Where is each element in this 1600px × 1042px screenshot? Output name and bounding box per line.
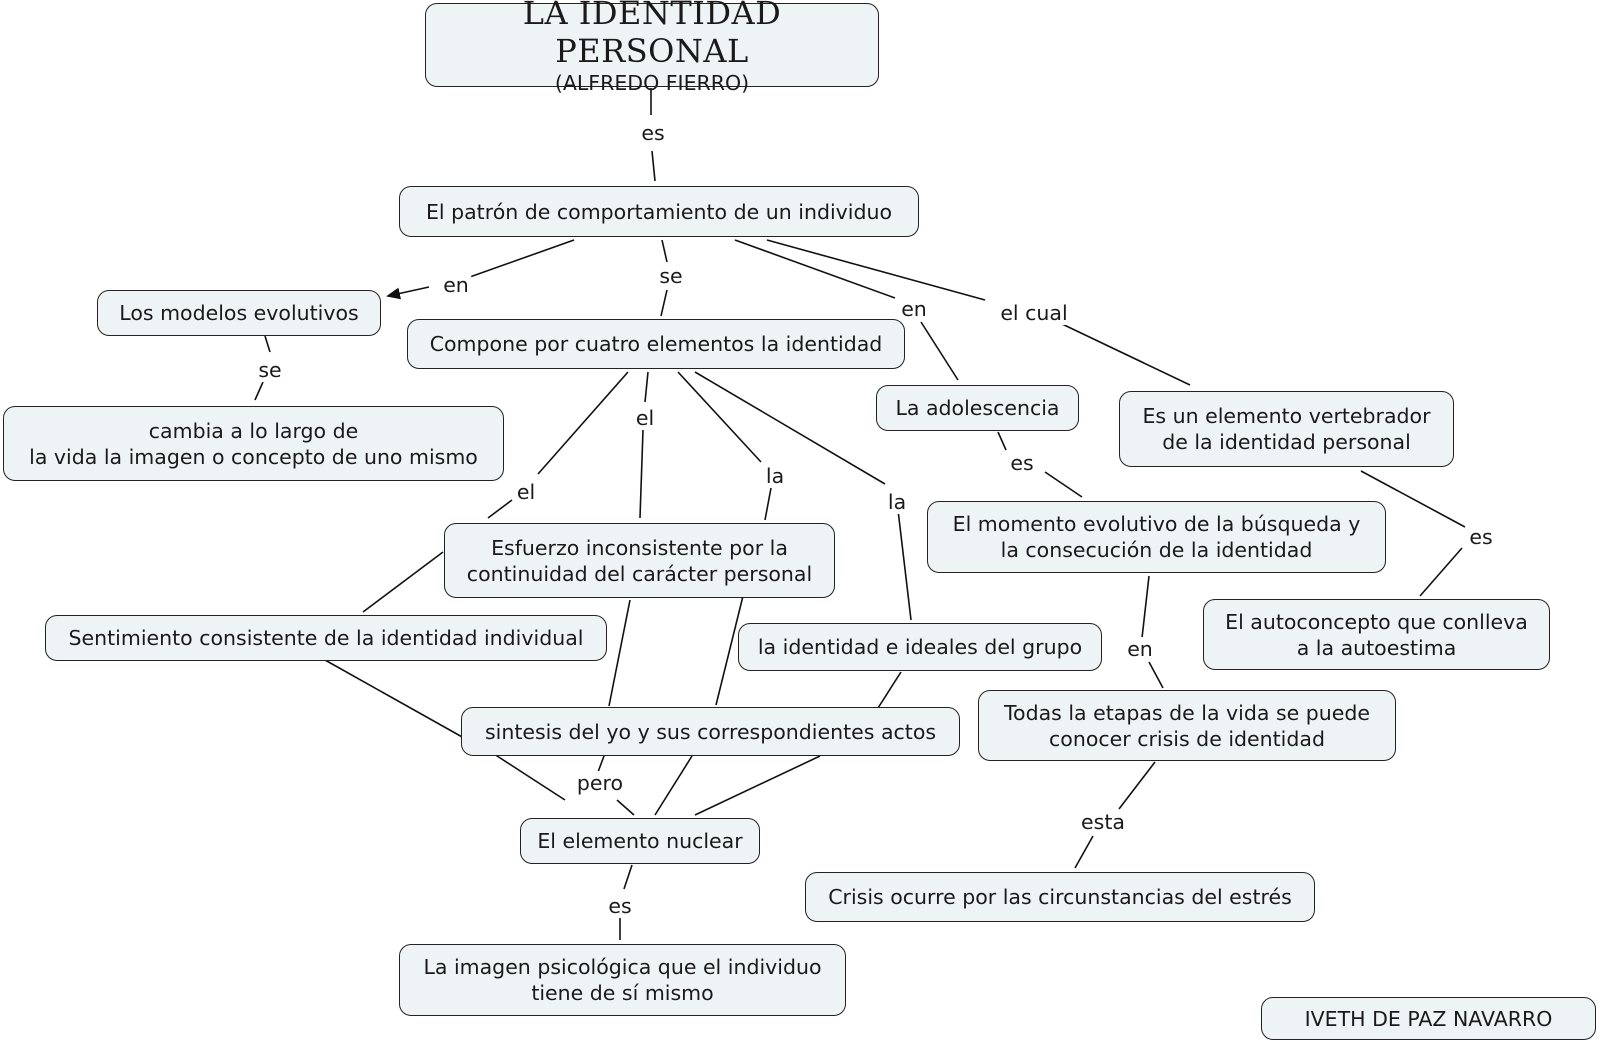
link-label-el: el <box>633 406 657 430</box>
node-compone[interactable]: Compone por cuatro elementos la identida… <box>407 319 905 369</box>
title-author: (ALFREDO FIERRO) <box>554 71 750 95</box>
link-label-en: en <box>1125 637 1155 661</box>
node-autor-text: IVETH DE PAZ NAVARRO <box>1304 1006 1553 1031</box>
node-crisis-text: Crisis ocurre por las circunstancias del… <box>828 885 1292 909</box>
node-autoconcepto-text: El autoconcepto que conlleva a la autoes… <box>1225 609 1528 660</box>
link-label-la: la <box>763 464 787 488</box>
node-autor[interactable]: IVETH DE PAZ NAVARRO <box>1261 997 1596 1040</box>
node-vertebrador-text: Es un elemento vertebrador de la identid… <box>1142 404 1431 454</box>
node-imagen[interactable]: La imagen psicológica que el individuo t… <box>399 944 846 1016</box>
title-main: LA IDENTIDAD PERSONAL <box>522 0 782 70</box>
node-sintesis-text: sintesis del yo y sus correspondientes a… <box>484 719 937 744</box>
node-modelos[interactable]: Los modelos evolutivos <box>97 290 381 336</box>
node-etapas-text: Todas la etapas de la vida se puede cono… <box>1004 700 1370 751</box>
link-label-la: la <box>885 490 909 514</box>
node-esfuerzo-text: Esfuerzo inconsistente por la continuida… <box>466 535 813 586</box>
node-etapas[interactable]: Todas la etapas de la vida se puede cono… <box>978 690 1396 761</box>
link-label-se: se <box>256 358 284 382</box>
node-nuclear[interactable]: El elemento nuclear <box>520 818 760 864</box>
link-label-se: se <box>657 264 685 288</box>
link-label-es: es <box>639 121 667 145</box>
node-compone-text: Compone por cuatro elementos la identida… <box>429 332 883 356</box>
link-label-esta: esta <box>1079 810 1127 834</box>
link-label-en: en <box>899 297 929 321</box>
node-esfuerzo[interactable]: Esfuerzo inconsistente por la continuida… <box>444 523 835 598</box>
node-grupo-text: la identidad e ideales del grupo <box>757 635 1083 659</box>
link-label-es: es <box>1008 451 1036 475</box>
node-adolescencia-text: La adolescencia <box>895 396 1060 420</box>
node-vertebrador[interactable]: Es un elemento vertebrador de la identid… <box>1119 391 1454 467</box>
node-cambia-text: cambia a lo largo de la vida la imagen o… <box>29 418 478 469</box>
node-momento[interactable]: El momento evolutivo de la búsqueda y la… <box>927 501 1386 573</box>
node-cambia[interactable]: cambia a lo largo de la vida la imagen o… <box>3 406 504 481</box>
link-label-es: es <box>1467 525 1495 549</box>
node-crisis[interactable]: Crisis ocurre por las circunstancias del… <box>805 872 1315 922</box>
node-momento-text: El momento evolutivo de la búsqueda y la… <box>952 512 1361 562</box>
node-adolescencia[interactable]: La adolescencia <box>876 385 1079 431</box>
link-label-el-cual: el cual <box>998 301 1070 325</box>
link-label-pero: pero <box>574 771 626 795</box>
link-label-en: en <box>441 273 471 297</box>
node-nuclear-text: El elemento nuclear <box>537 829 743 853</box>
node-sentimiento[interactable]: Sentimiento consistente de la identidad … <box>45 615 607 661</box>
node-sintesis[interactable]: sintesis del yo y sus correspondientes a… <box>461 707 960 756</box>
link-label-el: el <box>514 480 538 504</box>
node-modelos-text: Los modelos evolutivos <box>119 301 359 325</box>
node-grupo[interactable]: la identidad e ideales del grupo <box>738 623 1102 671</box>
link-label-es: es <box>606 894 634 918</box>
node-patron-text: El patrón de comportamiento de un indivi… <box>425 199 893 224</box>
node-patron[interactable]: El patrón de comportamiento de un indivi… <box>399 186 919 237</box>
node-imagen-text: La imagen psicológica que el individuo t… <box>423 955 822 1005</box>
title-node[interactable]: LA IDENTIDAD PERSONAL (ALFREDO FIERRO) <box>425 0 879 95</box>
node-autoconcepto[interactable]: El autoconcepto que conlleva a la autoes… <box>1203 599 1550 670</box>
node-sentimiento-text: Sentimiento consistente de la identidad … <box>68 626 584 650</box>
